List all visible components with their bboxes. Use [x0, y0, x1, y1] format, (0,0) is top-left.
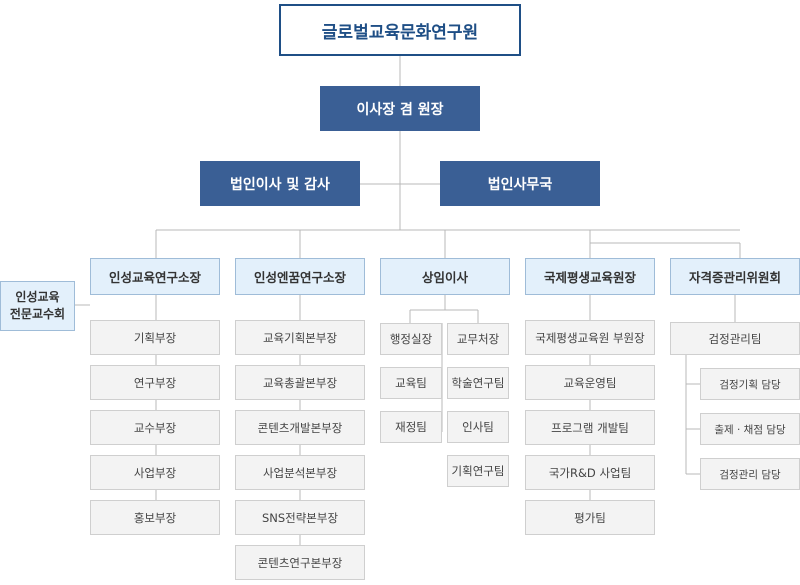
team-label: 교수부장	[133, 420, 177, 435]
team-label: 국제평생교육원 부원장	[535, 330, 645, 345]
team-box: 교육총괄본부장	[235, 365, 365, 400]
team-label: 사업부장	[133, 465, 177, 480]
duty-label: 검정관리 담당	[719, 468, 781, 481]
directors-box: 법인이사 및 감사	[200, 161, 360, 206]
dept-label: 상임이사	[421, 270, 468, 285]
dept-dream-institute: 인성엔꿈연구소장	[235, 258, 365, 295]
team-label: 사업분석본부장	[262, 465, 338, 480]
team-label: 국가R&D 사업팀	[548, 465, 632, 480]
team-box: 교육운영팀	[525, 365, 655, 400]
dept-label: 자격증관리위원회	[688, 270, 781, 285]
team-label: 인사팀	[462, 420, 494, 434]
team-box: 기획연구팀	[447, 455, 509, 487]
team-box: 콘텐츠연구본부장	[235, 545, 365, 580]
org-title-text: 글로벌교육문화연구원	[321, 22, 479, 43]
team-box: 행정실장	[380, 323, 442, 355]
dept-standing-director: 상임이사	[380, 258, 510, 295]
secretariat-box: 법인사무국	[440, 161, 600, 206]
team-box: 학술연구팀	[447, 367, 509, 399]
team-label: 검정관리팀	[708, 331, 762, 346]
faculty-council-line2: 전문교수회	[9, 307, 66, 321]
duty-box: 검정관리 담당	[700, 458, 800, 490]
team-label: 홍보부장	[133, 510, 177, 525]
team-label: 교육총괄본부장	[262, 375, 338, 390]
dept-character-institute: 인성교육연구소장	[90, 258, 220, 295]
team-label: 재정팀	[395, 420, 427, 434]
team-box: 인사팀	[447, 411, 509, 443]
dept-label: 인성교육연구소장	[108, 270, 201, 285]
team-label: 기획부장	[133, 330, 177, 345]
team-label: 콘텐츠연구본부장	[257, 555, 343, 570]
dept-label: 인성엔꿈연구소장	[253, 270, 346, 285]
team-box: 프로그램 개발팀	[525, 410, 655, 445]
chair-text: 이사장 겸 원장	[356, 101, 444, 118]
duty-box: 검정기획 담당	[700, 368, 800, 400]
team-label: 교육기획본부장	[262, 330, 338, 345]
team-label: 프로그램 개발팀	[551, 420, 629, 435]
team-box: 교육팀	[380, 367, 442, 399]
duty-label: 출제 · 채점 담당	[714, 423, 786, 436]
duty-label: 검정기획 담당	[719, 378, 781, 391]
directors-text: 법인이사 및 감사	[230, 176, 330, 193]
team-box: 사업부장	[90, 455, 220, 490]
team-box: 국가R&D 사업팀	[525, 455, 655, 490]
team-box: 교육기획본부장	[235, 320, 365, 355]
duty-box: 출제 · 채점 담당	[700, 413, 800, 445]
team-label: 학술연구팀	[451, 376, 505, 390]
team-label: 연구부장	[133, 375, 177, 390]
team-box: 교수부장	[90, 410, 220, 445]
secretariat-text: 법인사무국	[487, 176, 553, 193]
team-label: SNS전략본부장	[261, 510, 339, 525]
chair-box: 이사장 겸 원장	[320, 86, 480, 131]
team-box: 검정관리팀	[670, 322, 800, 355]
team-label: 행정실장	[389, 332, 433, 346]
team-box: 사업분석본부장	[235, 455, 365, 490]
org-title: 글로벌교육문화연구원	[279, 4, 521, 56]
team-box: 교무처장	[447, 323, 509, 355]
team-box: SNS전략본부장	[235, 500, 365, 535]
team-box: 국제평생교육원 부원장	[525, 320, 655, 355]
team-label: 콘텐츠개발본부장	[257, 420, 343, 435]
dept-label: 국제평생교육원장	[543, 270, 636, 285]
team-box: 콘텐츠개발본부장	[235, 410, 365, 445]
team-box: 기획부장	[90, 320, 220, 355]
team-label: 기획연구팀	[451, 464, 505, 478]
team-box: 평가팀	[525, 500, 655, 535]
faculty-council-box: 인성교육 전문교수회	[0, 281, 75, 331]
dept-certification-committee: 자격증관리위원회	[670, 258, 800, 295]
dept-lifelong-education: 국제평생교육원장	[525, 258, 655, 295]
team-box: 연구부장	[90, 365, 220, 400]
team-label: 교무처장	[456, 332, 500, 346]
team-label: 교육운영팀	[563, 375, 617, 390]
faculty-council-line1: 인성교육	[15, 290, 60, 304]
team-box: 재정팀	[380, 411, 442, 443]
team-label: 교육팀	[395, 376, 427, 390]
team-label: 평가팀	[574, 510, 606, 525]
team-box: 홍보부장	[90, 500, 220, 535]
